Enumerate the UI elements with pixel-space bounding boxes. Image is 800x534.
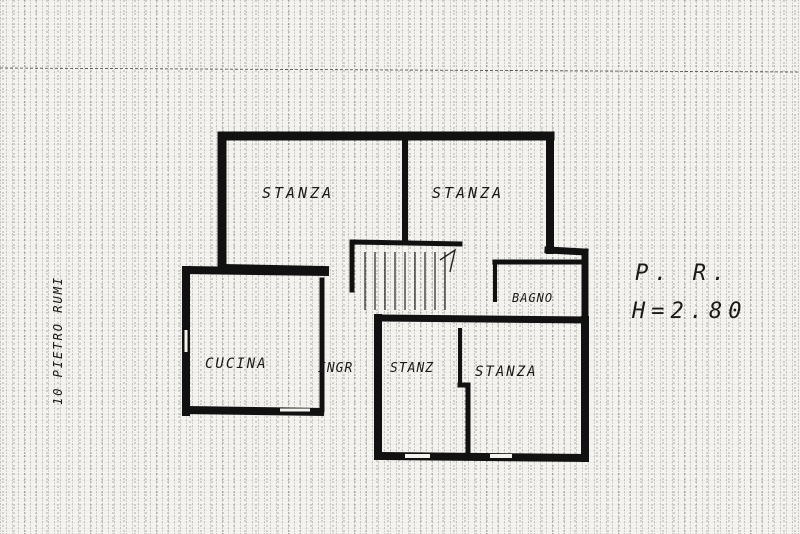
room-label-stanza-3: STANZ xyxy=(390,361,434,376)
walls xyxy=(181,131,590,463)
staircase xyxy=(364,248,457,310)
openings xyxy=(184,330,512,458)
room-label-ingresso: INGR xyxy=(318,361,353,376)
sheet-line xyxy=(0,67,800,73)
room-label-stanza-4: STANZA xyxy=(475,364,538,380)
side-note: 10 PIETRO RUMI xyxy=(51,276,65,405)
room-label-stanza-1: STANZA xyxy=(262,184,334,202)
room-label-cucina: CUCINA xyxy=(205,356,268,372)
room-label-bagno: BAGNO xyxy=(512,291,553,305)
room-label-stanza-2: STANZA xyxy=(432,184,504,202)
floor-label: P. R. xyxy=(635,261,731,286)
height-label: H=2.80 xyxy=(631,299,747,324)
